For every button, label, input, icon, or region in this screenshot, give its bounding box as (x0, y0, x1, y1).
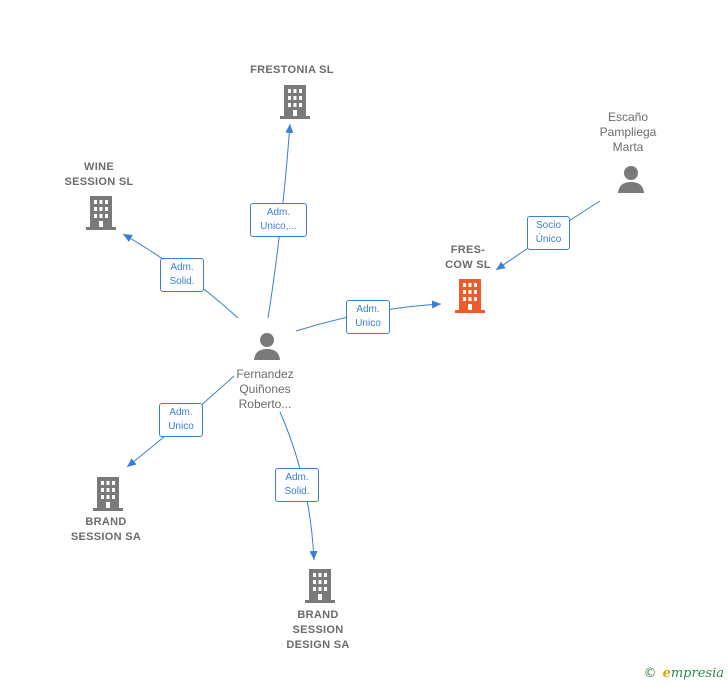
node-label-brand-session-design[interactable]: BRAND SESSION DESIGN SA (286, 609, 350, 651)
building-icon[interactable] (453, 278, 487, 314)
node-label-frestonia[interactable]: FRESTONIA SL (250, 64, 334, 76)
edge-label-escano-to-fres-cow[interactable]: Socio Único (527, 216, 570, 250)
building-icon[interactable] (85, 195, 117, 231)
edge-label-to-brand-session[interactable]: Adm. Unico (159, 403, 203, 437)
node-label-fres-cow[interactable]: FRES- COW SL (445, 244, 491, 271)
node-label-fernandez[interactable]: Fernandez Quiñones Roberto... (236, 367, 294, 411)
edge-label-to-fres-cow[interactable]: Adm. Unico (346, 300, 390, 334)
building-icon[interactable] (304, 568, 336, 604)
person-icon[interactable] (616, 164, 646, 194)
empresia-watermark: © empresia (644, 666, 724, 681)
building-icon[interactable] (92, 476, 124, 512)
node-label-wine-session[interactable]: WINE SESSION SL (64, 161, 134, 188)
node-label-brand-session[interactable]: BRAND SESSION SA (70, 516, 142, 543)
edge-label-to-frestonia[interactable]: Adm. Unico,... (250, 203, 307, 237)
node-label-escano[interactable]: Escaño Pampliega Marta (599, 110, 657, 154)
person-icon[interactable] (252, 331, 282, 361)
building-icon[interactable] (279, 84, 311, 120)
copyright-symbol: © (643, 666, 657, 681)
edge-label-to-brand-session-design[interactable]: Adm. Solid. (275, 468, 319, 502)
edge-label-to-wine-session[interactable]: Adm. Solid. (160, 258, 204, 292)
brand-initial: e (662, 666, 671, 681)
brand-name: mpresia (670, 666, 724, 681)
